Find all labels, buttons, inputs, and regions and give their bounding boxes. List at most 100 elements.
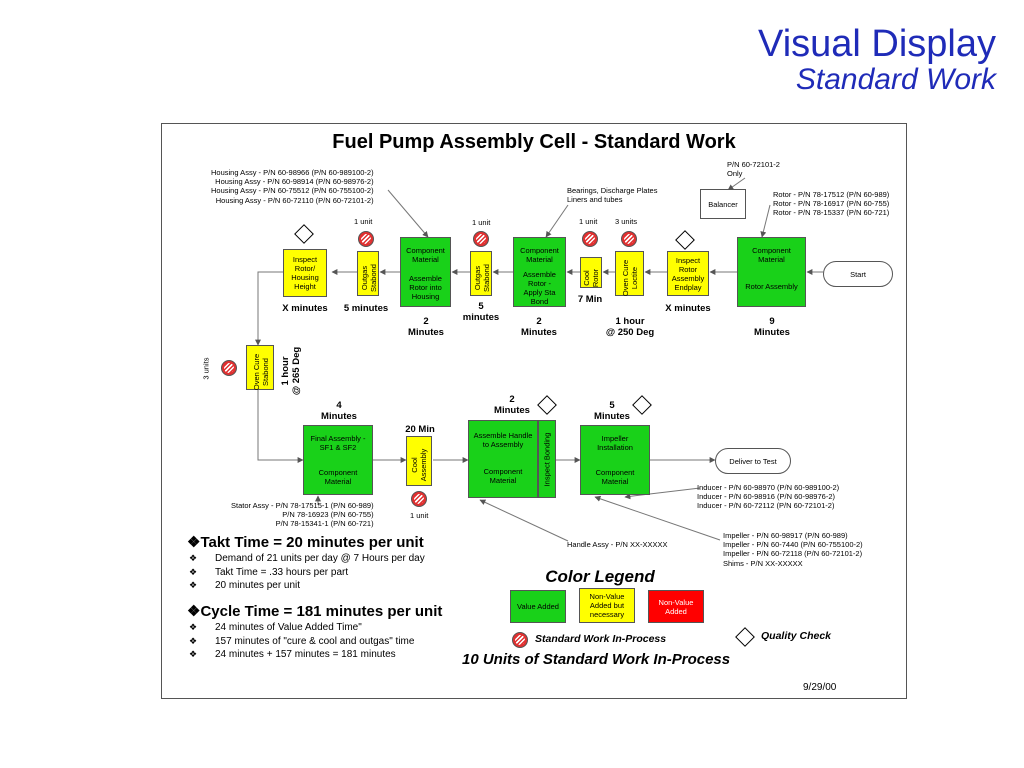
apply-sta-time-1: 2 bbox=[536, 316, 542, 327]
deliver-label: Deliver to Test bbox=[729, 456, 777, 466]
arh-bottom-1: Assemble bbox=[409, 274, 442, 283]
cool-assembly-units: 1 unit bbox=[410, 511, 429, 520]
bearings-note-2: Liners and tubes bbox=[567, 195, 623, 205]
outgas-stabond-1-box: Outgas Stabond bbox=[357, 251, 379, 296]
deliver-to-test-oval: Deliver to Test bbox=[715, 448, 791, 474]
arh-bottom-3: Housing bbox=[411, 292, 440, 301]
arh-top-2: Material bbox=[412, 255, 439, 264]
handle-time: 2 Minutes bbox=[488, 394, 536, 416]
impeller-part-2: Impeller - P/N 60-7440 (P/N 60-755100-2) bbox=[723, 540, 863, 550]
impeller-top-2: Installation bbox=[597, 443, 633, 452]
cool-assembly-box: Cool Assembly bbox=[406, 436, 432, 486]
cool-assembly-1: Cool bbox=[410, 457, 419, 473]
balancer-box: Balancer bbox=[700, 189, 746, 219]
impeller-time-1: 5 bbox=[609, 400, 615, 411]
stator-parts-list: Stator Assy - P/N 78-17515-1 (P/N 60-989… bbox=[231, 501, 374, 529]
assemble-housing-time-2: Minutes bbox=[408, 327, 444, 338]
impeller-part-1: Impeller - P/N 60-98917 (P/N 60-989) bbox=[723, 531, 848, 540]
inspect-housing-height-box: Inspect Rotor/ Housing Height bbox=[283, 249, 327, 297]
rotor-part-1: Rotor - P/N 78-17512 (P/N 60-989) bbox=[773, 190, 890, 199]
legend-quality-label: Quality Check bbox=[761, 630, 832, 642]
inducer-parts-list: Inducer - P/N 60-98970 (P/N 60-989100-2)… bbox=[697, 483, 839, 511]
arh-top-1: Component bbox=[406, 246, 445, 255]
cycle-section: ❖Cycle Time = 181 minutes per unit ❖24 m… bbox=[187, 603, 442, 662]
outgas2-2: Stabond bbox=[482, 264, 491, 292]
takt-section: ❖Takt Time = 20 minutes per unit ❖Demand… bbox=[187, 534, 425, 593]
inspect-housing-3: Housing bbox=[291, 273, 319, 282]
takt-heading: Takt Time = 20 minutes per unit bbox=[200, 534, 424, 551]
impeller-top-1: Impeller bbox=[601, 434, 629, 443]
oven-loctite-2: Loctite bbox=[630, 266, 639, 290]
oven-stabond-1: Oven Cure bbox=[252, 353, 261, 391]
oven-stabond-box: Oven Cure Stabond bbox=[246, 345, 274, 390]
cool-rotor-box: Cool Rotor bbox=[580, 257, 602, 288]
cycle-heading: Cycle Time = 181 minutes per unit bbox=[200, 603, 443, 620]
oven-loctite-box: Oven Cure Loctite bbox=[615, 251, 644, 296]
stator-part-1: Stator Assy - P/N 78-17515-1 (P/N 60-989… bbox=[231, 501, 374, 510]
apply-sta-top-2: Material bbox=[526, 255, 553, 264]
outgas1-units: 1 unit bbox=[354, 217, 373, 226]
takt-item-1: Demand of 21 units per day @ 7 Hours per… bbox=[215, 553, 425, 564]
legend-title: Color Legend bbox=[545, 567, 655, 586]
outgas1-1: Outgas bbox=[360, 265, 369, 291]
inspect-housing-4: Height bbox=[294, 282, 316, 291]
oven-stabond-time-1: 1 hour bbox=[280, 356, 291, 386]
final-assembly-time: 4 Minutes bbox=[313, 400, 365, 422]
housing-parts-list: Housing Assy - P/N 60-98966 (P/N 60-9891… bbox=[211, 168, 374, 205]
legend-nvan-1: Non-Value bbox=[589, 592, 625, 601]
handle-top-2: to Assembly bbox=[482, 440, 524, 449]
oven-stabond-time: 1 hour @ 265 Deg bbox=[280, 346, 302, 396]
assemble-handle-box: Assemble Handle to Assembly Component Ma… bbox=[468, 420, 538, 498]
outgas1-time: 5 minutes bbox=[343, 303, 389, 314]
apply-sta-time: 2 Minutes bbox=[515, 316, 563, 338]
handle-bottom-2: Material bbox=[489, 476, 517, 485]
assemble-housing-time-1: 2 bbox=[423, 316, 429, 327]
outgas2-time: 5 minutes bbox=[460, 301, 502, 323]
inspect-housing-1: Inspect bbox=[292, 255, 318, 264]
inspect-endplay-2: Rotor bbox=[678, 264, 698, 274]
legend-wip-label: Standard Work In-Process bbox=[535, 633, 667, 645]
rotor-parts-list: Rotor - P/N 78-17512 (P/N 60-989) Rotor … bbox=[773, 190, 889, 218]
housing-part-2: Housing Assy - P/N 60-98914 (P/N 60-9897… bbox=[215, 177, 374, 187]
rotor-part-3: Rotor - P/N 78-15337 (P/N 60-721) bbox=[773, 208, 890, 218]
apply-sta-bond-box: Component Material Assemble Rotor - Appl… bbox=[513, 237, 566, 307]
final-assembly-top-2: SF1 & SF2 bbox=[319, 443, 357, 452]
impeller-parts-list: Impeller - P/N 60-98917 (P/N 60-989) Imp… bbox=[723, 531, 863, 568]
impeller-part-3: Impeller - P/N 60-72118 (P/N 60-72101-2) bbox=[723, 549, 863, 559]
inducer-part-3: Inducer - P/N 60-72112 (P/N 60-72101-2) bbox=[697, 501, 835, 511]
rotor-assembly-line1: Component bbox=[752, 246, 791, 255]
handle-top-1: Assemble Handle bbox=[473, 431, 533, 440]
oven-loctite-time: 1 hour @ 250 Deg bbox=[600, 316, 660, 338]
inspect-endplay-3: Assembly bbox=[671, 273, 705, 283]
apply-sta-bottom-3: Apply Sta bbox=[523, 288, 556, 297]
oven-stabond-units: 3 units bbox=[201, 357, 211, 380]
oven-loctite-time-1: 1 hour bbox=[615, 316, 645, 327]
outgas2-1: Outgas bbox=[473, 265, 482, 291]
wip-outgas-2-icon bbox=[473, 231, 489, 247]
legend-value-added-label: Value Added bbox=[517, 602, 559, 611]
impeller-bottom-2: Material bbox=[601, 477, 629, 486]
inspect-endplay-4: Endplay bbox=[674, 282, 702, 292]
cool-assembly-2: Assembly bbox=[419, 448, 428, 482]
outgas-stabond-2-box: Outgas Stabond bbox=[470, 251, 492, 296]
inspect-endplay-1: Inspect bbox=[675, 255, 701, 265]
inspect-bonding-label: Inspect Bonding bbox=[542, 432, 552, 487]
oven-loctite-1: Oven Cure bbox=[621, 259, 630, 297]
rotor-assembly-line3: Rotor Assembly bbox=[745, 282, 798, 291]
impeller-part-4: Shims - P/N XX-XXXXX bbox=[723, 558, 803, 568]
cycle-marker: ❖ bbox=[187, 603, 201, 620]
cycle-item-1: 24 minutes of Value Added Time" bbox=[215, 622, 362, 633]
inducer-part-2: Inducer - P/N 60-98916 (P/N 60-98976-2) bbox=[697, 492, 835, 502]
legend-nvan-3: necessary bbox=[589, 610, 625, 619]
takt-item-marker: ❖ bbox=[189, 553, 198, 563]
final-assembly-bottom-1: Component bbox=[318, 468, 358, 477]
legend-total-wip: 10 Units of Standard Work In-Process bbox=[462, 651, 731, 668]
cycle-item-marker: ❖ bbox=[189, 635, 198, 646]
legend-nvan-2: Added but bbox=[589, 601, 625, 610]
bearings-note: Bearings, Discharge Plates Liners and tu… bbox=[567, 186, 657, 204]
outgas1-2: Stabond bbox=[369, 264, 378, 292]
takt-item-2: Takt Time = .33 hours per part bbox=[215, 566, 349, 578]
cycle-item-2: 157 minutes of "cure & cool and outgas" … bbox=[215, 635, 415, 647]
housing-part-3: Housing Assy - P/N 60-75512 (P/N 60-7551… bbox=[211, 186, 374, 196]
cool-rotor-time: 7 Min bbox=[577, 294, 603, 305]
